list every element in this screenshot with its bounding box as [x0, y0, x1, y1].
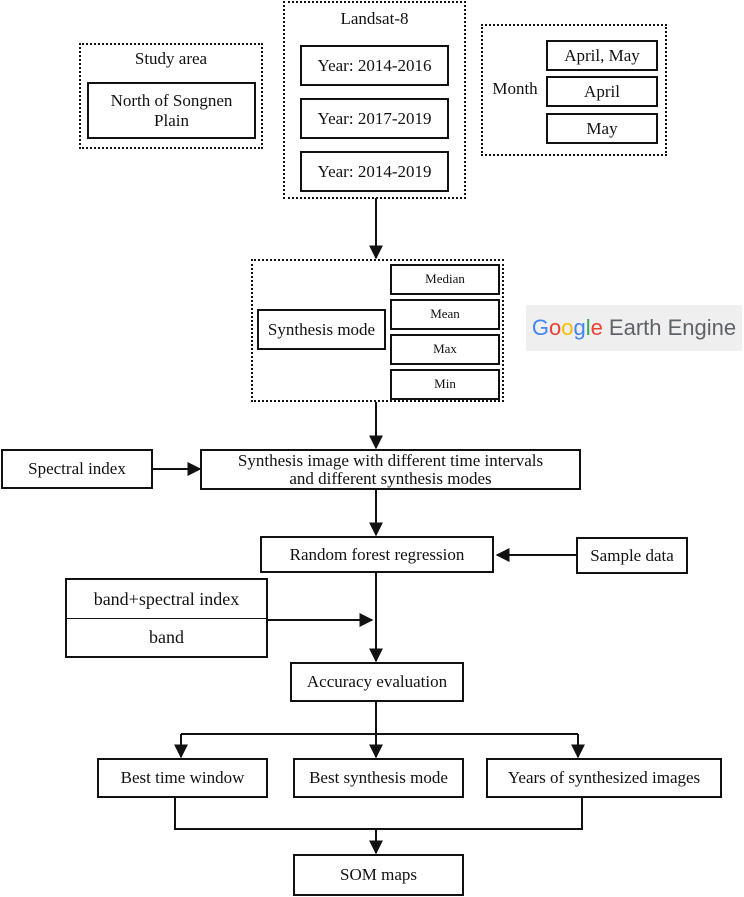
study-area-title: Study area	[134, 49, 208, 68]
line-merge	[174, 798, 583, 830]
som-maps-box: SOM maps	[293, 854, 464, 896]
month-title: Month	[492, 79, 538, 98]
month-option-1: April, May	[546, 40, 658, 71]
study-area-group	[79, 43, 263, 149]
synthesis-mode-min: Min	[390, 369, 500, 400]
feature-option-band-spectral: band+spectral index	[65, 578, 268, 619]
landsat-year-1: Year: 2014-2016	[300, 45, 449, 86]
landsat-year-2: Year: 2017-2019	[300, 98, 449, 139]
spectral-index-box: Spectral index	[1, 449, 153, 489]
synthesis-mode-label: Synthesis mode	[257, 309, 386, 350]
sample-data-box: Sample data	[576, 537, 688, 574]
random-forest-box: Random forest regression	[260, 536, 494, 573]
month-option-2: April	[546, 76, 658, 107]
study-area-region: North of Songnen Plain	[87, 82, 256, 139]
best-time-window-box: Best time window	[97, 758, 268, 798]
synthesis-mode-max: Max	[390, 334, 500, 365]
synthesis-group	[251, 259, 504, 402]
synthesis-image-line2: and different synthesis modes	[289, 468, 492, 488]
best-synthesis-mode-box: Best synthesis mode	[293, 758, 464, 798]
accuracy-evaluation-box: Accuracy evaluation	[290, 662, 464, 702]
landsat-title: Landsat-8	[340, 9, 409, 28]
synthesis-image-line1: Synthesis image with different time inte…	[237, 450, 544, 470]
synthesis-mode-mean: Mean	[390, 299, 500, 330]
month-option-3: May	[546, 113, 658, 144]
years-synthesized-box: Years of synthesized images	[486, 758, 722, 798]
synthesis-mode-median: Median	[390, 264, 500, 295]
landsat-group	[283, 1, 466, 199]
landsat-year-3: Year: 2014-2019	[300, 151, 449, 192]
synthesis-image-box: Synthesis image with different time inte…	[200, 449, 581, 490]
feature-option-band: band	[65, 618, 268, 658]
month-group	[481, 24, 667, 156]
